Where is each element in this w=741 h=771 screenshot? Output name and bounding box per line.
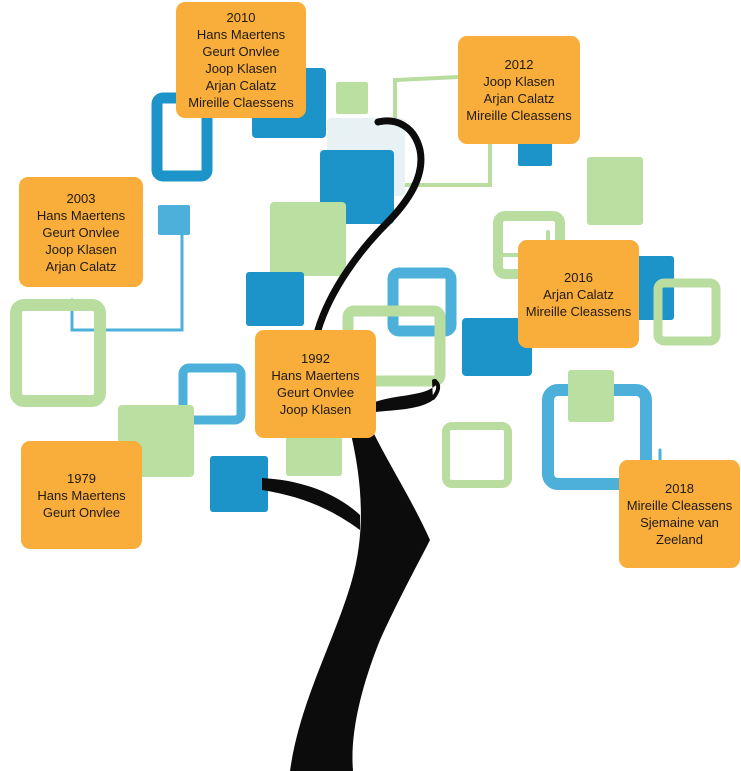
milestone-year: 2016 bbox=[564, 269, 593, 285]
milestone-card-2016: 2016 Arjan Calatz Mireille Cleassens bbox=[518, 240, 639, 348]
milestone-name: Arjan Calatz bbox=[45, 258, 117, 274]
tree-branch-lines bbox=[314, 117, 441, 400]
milestone-card-2012: 2012 Joop Klasen Arjan Calatz Mireille C… bbox=[458, 36, 580, 144]
milestone-name: Hans Maertens bbox=[196, 27, 286, 42]
square-solid-green bbox=[270, 202, 346, 276]
milestone-year: 2018 bbox=[665, 481, 694, 496]
milestone-year: 1979 bbox=[67, 470, 96, 486]
milestone-card-1992: 1992 Hans Maertens Geurt Onvlee Joop Kla… bbox=[255, 330, 376, 438]
milestone-name: Geurt Onvlee bbox=[202, 44, 280, 59]
milestone-name: Arjan Calatz bbox=[483, 91, 555, 106]
milestone-name: Arjan Calatz bbox=[205, 78, 277, 93]
tree-trunk bbox=[262, 378, 438, 771]
square-solid-blue-small bbox=[158, 205, 190, 235]
milestone-year: 2010 bbox=[226, 10, 256, 25]
milestone-name: Joop Klasen bbox=[205, 61, 277, 76]
square-solid-blue bbox=[246, 272, 304, 326]
square-solid-green bbox=[286, 428, 342, 476]
milestone-year: 2012 bbox=[504, 57, 534, 72]
branch-right bbox=[375, 378, 438, 412]
milestone-name: Zeeland bbox=[656, 532, 703, 547]
square-solid-blue-small bbox=[518, 138, 552, 166]
square-outline-blue bbox=[178, 363, 246, 425]
milestone-name: Sjemaine van bbox=[640, 515, 719, 530]
milestone-name: Geurt Onvlee bbox=[42, 504, 121, 520]
milestone-name: Mireille Claessens bbox=[188, 95, 294, 110]
milestone-name: Hans Maertens bbox=[271, 368, 360, 383]
milestone-card-2018: 2018 Mireille Cleassens Sjemaine van Zee… bbox=[619, 460, 740, 568]
milestone-name: Geurt Onvlee bbox=[276, 385, 355, 400]
milestone-year: 2003 bbox=[66, 190, 96, 206]
square-outline-green bbox=[653, 278, 721, 346]
milestone-name: Geurt Onvlee bbox=[42, 224, 120, 240]
square-outline-green bbox=[10, 299, 106, 407]
milestone-name: Arjan Calatz bbox=[543, 286, 614, 302]
milestone-name: Hans Maertens bbox=[37, 487, 126, 503]
milestone-name: Joop Klasen bbox=[483, 74, 555, 89]
milestone-name: Joop Klasen bbox=[279, 402, 352, 417]
square-solid-green bbox=[568, 370, 614, 422]
square-solid-blue bbox=[462, 318, 532, 376]
square-solid-green bbox=[587, 157, 643, 225]
branch-upper bbox=[314, 117, 425, 334]
trunk-main bbox=[290, 430, 430, 771]
milestone-name: Joop Klasen bbox=[45, 241, 117, 257]
square-solid-green bbox=[336, 82, 368, 114]
square-solid-blue bbox=[210, 456, 268, 512]
square-outline-green bbox=[442, 422, 512, 488]
milestone-name: Mireille Cleassens bbox=[626, 498, 733, 513]
milestone-name: Hans Maertens bbox=[36, 207, 126, 223]
square-outline-blue bbox=[387, 267, 457, 337]
milestone-name: Mireille Cleassens bbox=[525, 303, 632, 319]
milestone-year: 1992 bbox=[301, 351, 330, 366]
milestone-card-2003: 2003 Hans Maertens Geurt Onvlee Joop Kla… bbox=[19, 177, 143, 287]
branch-left bbox=[262, 478, 360, 530]
milestone-name: Mireille Cleassens bbox=[466, 108, 572, 123]
milestone-card-1979: 1979 Hans Maertens Geurt Onvlee bbox=[21, 441, 142, 549]
branch-curl bbox=[431, 380, 441, 400]
milestone-card-2010: 2010 Hans Maertens Geurt Onvlee Joop Kla… bbox=[176, 2, 306, 118]
